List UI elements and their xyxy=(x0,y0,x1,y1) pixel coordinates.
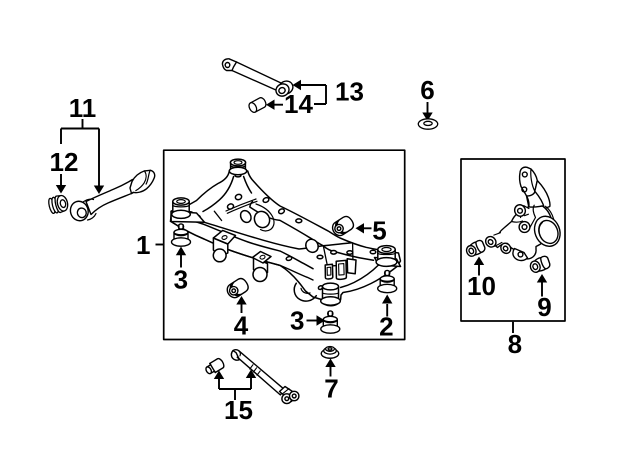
svg-text:13: 13 xyxy=(335,77,364,107)
svg-text:5: 5 xyxy=(372,215,386,245)
svg-text:3: 3 xyxy=(290,306,304,336)
svg-text:9: 9 xyxy=(537,292,551,322)
svg-text:14: 14 xyxy=(284,89,313,119)
svg-text:10: 10 xyxy=(467,271,496,301)
svg-text:4: 4 xyxy=(234,311,249,341)
svg-text:15: 15 xyxy=(224,395,253,425)
svg-text:6: 6 xyxy=(420,75,434,105)
svg-text:1: 1 xyxy=(136,230,150,260)
svg-text:7: 7 xyxy=(324,374,338,404)
svg-text:11: 11 xyxy=(69,93,97,123)
svg-text:12: 12 xyxy=(50,147,79,177)
svg-text:8: 8 xyxy=(508,329,522,359)
svg-text:2: 2 xyxy=(379,312,393,342)
svg-text:3: 3 xyxy=(174,265,188,295)
